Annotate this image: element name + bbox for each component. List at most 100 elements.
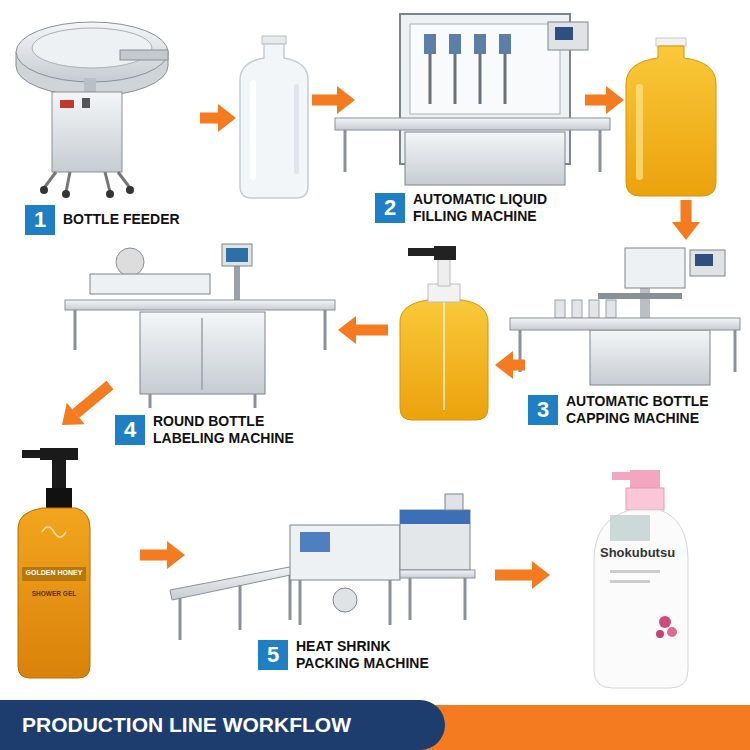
flower: [667, 627, 677, 637]
flow-arrow: [495, 570, 532, 581]
cabinet: [52, 92, 122, 172]
stage-label: ROUND BOTTLE LABELING MACHINE: [153, 413, 303, 447]
labelled-bottle: [18, 448, 90, 678]
base-cabinet: [590, 330, 710, 385]
bottle-cap: [589, 300, 599, 318]
piston: [449, 34, 461, 54]
wheel: [106, 190, 114, 198]
stage-label: AUTOMATIC LIQUID FILLING MACHINE: [413, 191, 578, 225]
dip-tube: [443, 302, 445, 410]
arrow-head: [218, 104, 236, 132]
cap-rail: [598, 293, 682, 299]
bottle-cap: [555, 300, 565, 318]
pump-collar: [428, 284, 460, 302]
finished-bottle: [594, 470, 688, 688]
flow-arrow-heads: [62, 86, 624, 589]
screen: [226, 248, 248, 262]
window: [410, 24, 560, 114]
flow-arrow: [200, 100, 337, 118]
legs: [44, 172, 130, 192]
piston: [474, 34, 486, 54]
control-panel: [548, 22, 588, 50]
print-line: [610, 580, 650, 583]
turntable-plate: [32, 28, 152, 68]
conveyor: [65, 300, 335, 310]
step-number: 4: [115, 415, 145, 445]
piston: [424, 34, 436, 54]
switch: [60, 100, 74, 108]
process-stage: 5 HEAT SHRINK PACKING MACHINE: [185, 490, 475, 685]
pump-head: [408, 246, 456, 260]
control-panel: [690, 250, 725, 276]
arrow-head: [62, 403, 85, 425]
shrink-tunnel: [400, 510, 470, 570]
conveyor: [335, 118, 610, 130]
film-roll: [333, 588, 357, 612]
bottle-cap: [606, 300, 616, 318]
banner-navy: [0, 700, 445, 750]
print-line: [610, 570, 660, 573]
highlight: [250, 80, 256, 180]
screen: [555, 27, 573, 40]
control-panel: [222, 244, 252, 266]
stage-label: HEAT SHRINK PACKING MACHINE: [296, 638, 446, 672]
process-stage: 3AUTOMATIC BOTTLE CAPPING MACHINE: [525, 240, 743, 440]
pump-head: [22, 448, 78, 460]
stage-label: BOTTLE FEEDER: [63, 211, 198, 228]
post: [234, 266, 240, 300]
heat-shrink-packing-machine: [170, 494, 475, 640]
legs: [75, 310, 325, 408]
product-label-text: Shokubutsu: [600, 545, 684, 561]
piston: [499, 34, 511, 54]
bottle-feeder-machine: [16, 22, 168, 198]
shade: [294, 84, 299, 174]
diagram-title: PRODUCTION LINE WORKFLOW: [22, 711, 351, 739]
flow-arrow: [356, 330, 525, 365]
arrow-head: [532, 561, 550, 589]
product-label-text: SHOWER GEL: [22, 589, 86, 599]
bottle-cap: [572, 300, 582, 318]
bottle-body: [240, 44, 308, 198]
legs: [180, 575, 290, 640]
flower: [656, 630, 664, 638]
title-banner: [0, 700, 750, 750]
door-line: [201, 318, 203, 390]
round-bottle-labeling-machine: [65, 244, 335, 408]
pump-stem: [438, 258, 450, 286]
bottle-body: [18, 508, 90, 678]
label-head: [90, 274, 210, 294]
process-stage: 4 ROUND BOTTLE LABELING MACHINE: [110, 250, 338, 460]
nozzles: [430, 54, 505, 104]
wrapper-panel: [300, 532, 330, 552]
outfeed-conveyor: [400, 570, 475, 578]
conveyor: [510, 318, 740, 330]
turntable: [16, 22, 168, 82]
bottle-neck: [262, 36, 286, 44]
process-stage: 2AUTOMATIC LIQUID FILLING MACHINE: [355, 10, 585, 230]
flow-arrow: [585, 100, 686, 222]
wrapper-body: [290, 525, 400, 580]
pump-head: [612, 470, 660, 490]
bottle-body: [594, 510, 688, 688]
wheel: [126, 186, 134, 194]
bottle-neck: [656, 38, 686, 46]
outfeed-chute: [120, 50, 168, 60]
flower: [659, 616, 671, 628]
step-number: 5: [258, 640, 288, 670]
screen: [695, 254, 713, 266]
arrow-head: [606, 86, 624, 114]
switch: [82, 98, 90, 108]
label-band: [22, 567, 86, 581]
control-box: [445, 494, 463, 510]
tunnel-top: [400, 510, 470, 524]
pump-stem: [52, 460, 66, 490]
stage-label: AUTOMATIC BOTTLE CAPPING MACHINE: [566, 393, 736, 427]
bottle-capping-machine: [510, 248, 740, 385]
pump-collar: [46, 488, 72, 510]
legs: [345, 130, 600, 172]
blurred-logo: [610, 515, 650, 541]
wheel: [40, 186, 48, 194]
